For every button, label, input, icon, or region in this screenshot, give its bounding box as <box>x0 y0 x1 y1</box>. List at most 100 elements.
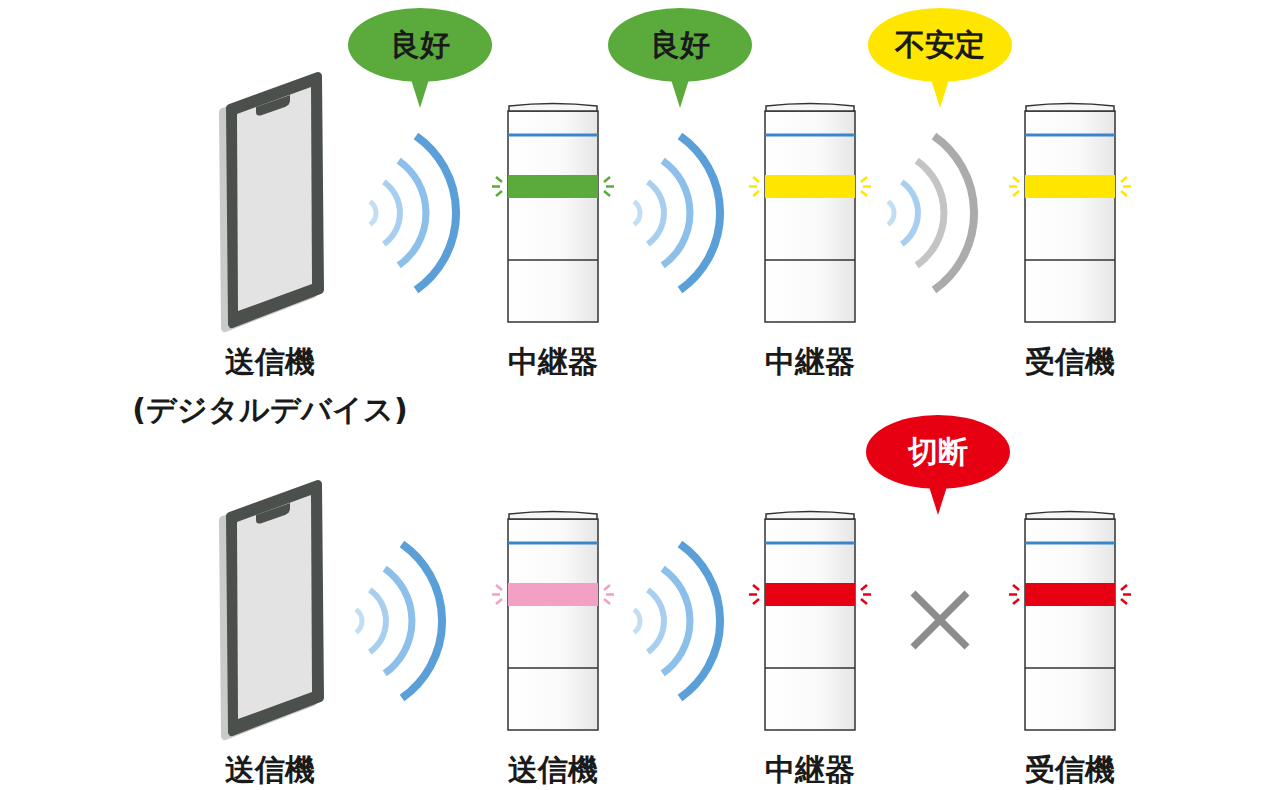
light-band <box>508 175 598 198</box>
light-sparkle <box>496 177 502 182</box>
light-sparkle <box>1123 593 1131 596</box>
signal-tower: 受信機 <box>1005 95 1135 386</box>
light-sparkle <box>861 177 867 182</box>
status-bubble: 良好 <box>347 7 493 115</box>
digital-device: 送信機 (デジタルデバイス) <box>100 65 440 435</box>
tower-cap <box>1026 512 1114 520</box>
tower-stripe <box>1025 134 1115 137</box>
light-sparkle <box>1009 185 1017 188</box>
phone-screen <box>237 87 312 311</box>
device-label: 中継器 <box>745 344 875 380</box>
speech-bubble <box>348 8 492 82</box>
phone-body <box>230 484 320 732</box>
light-band <box>1025 583 1115 606</box>
light-sparkle <box>604 191 610 196</box>
speech-bubble-tail <box>927 480 949 515</box>
light-sparkle <box>863 593 871 596</box>
device-label: 送信機 <box>100 752 440 788</box>
phone-notch <box>256 95 290 116</box>
tower-body <box>765 519 855 730</box>
tower-seam <box>508 259 598 261</box>
light-band <box>765 175 855 198</box>
node-graphic <box>1005 503 1135 790</box>
bubble-label: 良好 <box>607 7 753 83</box>
tower-body <box>1025 111 1115 322</box>
light-sparkle <box>1121 191 1127 196</box>
status-bubble: 不安定 <box>867 7 1013 115</box>
bubble-label: 良好 <box>347 7 493 83</box>
phone-body <box>230 76 320 324</box>
light-sparkle <box>604 177 610 182</box>
light-sparkle <box>753 191 759 196</box>
device-label: (デジタルデバイス) <box>100 392 440 428</box>
light-sparkle <box>753 585 759 590</box>
light-sparkle <box>863 185 871 188</box>
device-label: 受信機 <box>1005 752 1135 788</box>
light-sparkle <box>606 593 614 596</box>
signal-waves <box>370 136 456 290</box>
tower-stripe <box>765 542 855 545</box>
digital-device: 送信機 <box>100 473 440 790</box>
light-sparkle <box>753 177 759 182</box>
speech-bubble-tail <box>929 73 951 108</box>
light-sparkle <box>606 185 614 188</box>
light-sparkle <box>604 599 610 604</box>
tower-body <box>1025 519 1115 730</box>
signal-waves <box>634 136 720 290</box>
tower-body <box>765 111 855 322</box>
device-label: 中継器 <box>745 752 875 788</box>
signal-tower: 送信機 <box>488 503 618 790</box>
tower-stripe <box>765 134 855 137</box>
light-band <box>765 583 855 606</box>
bubble-label: 不安定 <box>867 7 1013 83</box>
device-label: 送信機 <box>100 344 440 380</box>
device-label: 送信機 <box>488 752 618 788</box>
light-sparkle <box>604 585 610 590</box>
speech-bubble <box>608 8 752 82</box>
light-band <box>1025 175 1115 198</box>
light-sparkle <box>1121 599 1127 604</box>
node-graphic <box>488 503 618 790</box>
tower-seam <box>765 259 855 261</box>
tower-stripe <box>1025 542 1115 545</box>
light-sparkle <box>496 585 502 590</box>
light-sparkle <box>861 191 867 196</box>
signal-tower: 中継器 <box>488 95 618 386</box>
tower-seam <box>508 667 598 669</box>
light-sparkle <box>1013 585 1019 590</box>
node-graphic <box>100 473 440 790</box>
light-sparkle <box>1123 185 1131 188</box>
tower-stripe <box>508 134 598 137</box>
device-label: 中継器 <box>488 344 618 380</box>
signal-tower: 中継器 <box>745 95 875 386</box>
tower-body <box>508 111 598 322</box>
tower-seam <box>1025 259 1115 261</box>
status-bubble: 切断 <box>865 414 1011 522</box>
light-sparkle <box>496 599 502 604</box>
speech-bubble-tail <box>669 73 691 108</box>
phone-illustration <box>223 484 320 736</box>
phone-notch <box>256 503 290 524</box>
signal-tower: 受信機 <box>1005 503 1135 790</box>
signal-tower: 中継器 <box>745 503 875 790</box>
status-bubble: 良好 <box>607 7 753 115</box>
cross-mark <box>913 593 967 647</box>
light-sparkle <box>749 593 757 596</box>
light-band <box>508 583 598 606</box>
node-graphic <box>1005 95 1135 386</box>
speech-bubble-tail <box>409 73 431 108</box>
light-sparkle <box>861 599 867 604</box>
signal-waves <box>634 544 720 698</box>
node-graphic <box>745 95 875 386</box>
node-graphic <box>100 65 440 435</box>
light-sparkle <box>492 593 500 596</box>
light-sparkle <box>1013 177 1019 182</box>
tower-cap <box>766 512 854 520</box>
light-sparkle <box>496 191 502 196</box>
node-graphic <box>488 95 618 386</box>
light-sparkle <box>1013 191 1019 196</box>
tower-cap <box>509 104 597 112</box>
phone-screen <box>237 495 312 719</box>
light-sparkle <box>749 185 757 188</box>
light-sparkle <box>861 585 867 590</box>
